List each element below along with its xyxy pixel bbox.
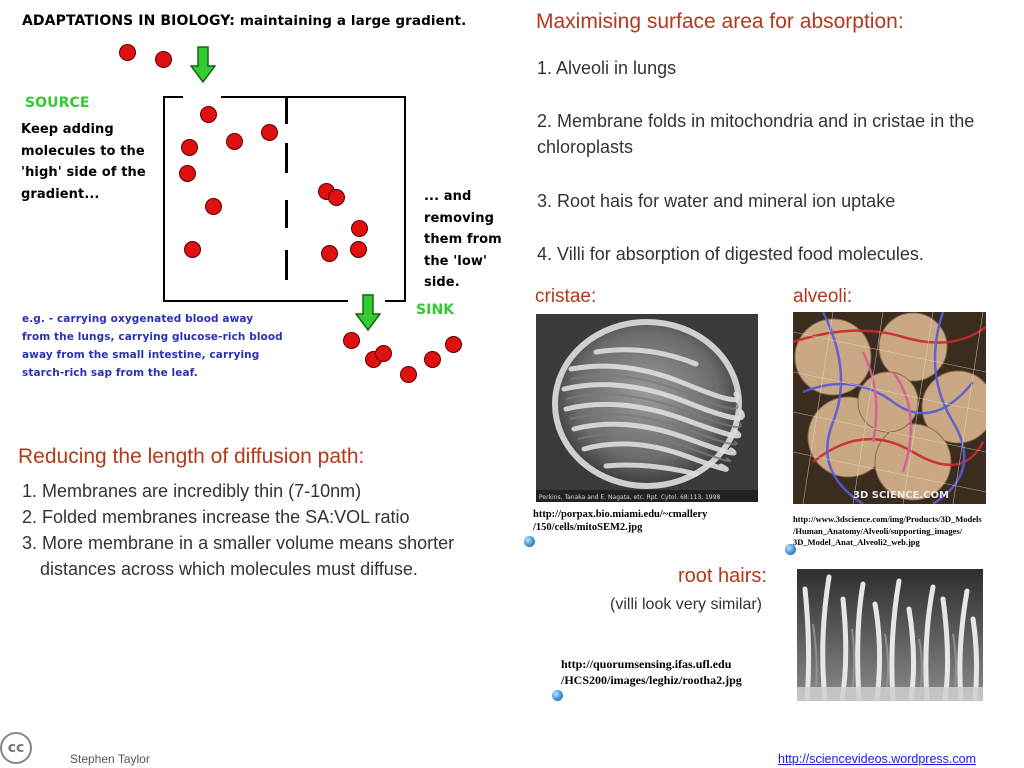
globe-icon	[552, 690, 563, 701]
molecule	[328, 189, 345, 206]
root-hairs-source-url: http://quorumsensing.ifas.ufl.edu /HCS20…	[561, 657, 742, 687]
molecule	[179, 165, 196, 182]
diffusion-item: 2. Folded membranes increase the SA:VOL …	[22, 507, 410, 527]
molecule	[350, 241, 367, 258]
membrane-segment	[285, 200, 288, 228]
alveoli-image-watermark: 3D SCIENCE.COM	[853, 490, 949, 501]
globe-icon	[785, 544, 796, 555]
input-arrow-icon	[190, 46, 216, 84]
cristae-image: Perkins, Tanaka and E. Nagata, etc. Rpt.…	[536, 314, 758, 502]
surface-area-point: 3. Root hais for water and mineral ion u…	[537, 191, 896, 211]
cristae-label: cristae:	[535, 286, 597, 307]
diagram-title-caps: ADAPTATIONS IN BIOLOGY:	[22, 13, 236, 29]
molecule	[226, 133, 243, 150]
diffusion-title: Reducing the length of diffusion path:	[18, 445, 365, 468]
molecule	[119, 44, 136, 61]
molecule	[351, 220, 368, 237]
diffusion-item: 1. Membranes are incredibly thin (7-10nm…	[22, 481, 362, 501]
diffusion-item: 3. More membrane in a smaller volume mea…	[22, 533, 455, 579]
molecule	[184, 241, 201, 258]
membrane-segment	[285, 96, 288, 124]
container-bottom-right-edge	[385, 300, 405, 302]
surface-area-point: 2. Membrane folds in mitochondria and in…	[537, 111, 975, 157]
sink-label: SINK	[416, 302, 455, 318]
surface-area-title: Maximising surface area for absorption:	[536, 10, 904, 33]
molecule	[181, 139, 198, 156]
membrane-segment	[285, 250, 288, 280]
surface-area-point: 4. Villi for absorption of digested food…	[537, 244, 924, 264]
container-bottom-edge	[163, 300, 348, 302]
surface-area-point: 1. Alveoli in lungs	[537, 58, 677, 78]
cristae-source-url: http://porpax.bio.miami.edu/~cmallery /1…	[533, 509, 708, 533]
molecule	[375, 345, 392, 362]
container-left-wall	[163, 96, 165, 302]
alveoli-label: alveoli:	[793, 286, 853, 307]
molecule	[445, 336, 462, 353]
root-hairs-label: root hairs:	[678, 565, 767, 587]
container-top-right-edge	[221, 96, 405, 98]
molecule	[205, 198, 222, 215]
container-top-left-edge	[163, 96, 183, 98]
cristae-image-credit: Perkins, Tanaka and E. Nagata, etc. Rpt.…	[539, 494, 720, 501]
molecule	[321, 245, 338, 262]
villi-note: (villi look very similar)	[610, 596, 763, 613]
container-right-wall	[404, 96, 406, 302]
molecule	[261, 124, 278, 141]
diagram-title-rest: maintaining a large gradient.	[235, 13, 467, 29]
molecule	[200, 106, 217, 123]
diagram-title: ADAPTATIONS IN BIOLOGY: maintaining a la…	[22, 11, 466, 33]
source-label: SOURCE	[25, 95, 90, 111]
example-text: e.g. - carrying oxygenated blood away fr…	[22, 313, 283, 379]
removing-description: ... and removing them from the 'low' sid…	[424, 189, 502, 290]
alveoli-source-url: http://www.3dscience.com/img/Products/3D…	[793, 514, 982, 547]
author-name: Stephen Taylor	[70, 752, 150, 766]
membrane-segment	[285, 143, 288, 173]
molecule	[400, 366, 417, 383]
creative-commons-icon: cc	[0, 732, 32, 764]
molecule	[424, 351, 441, 368]
globe-icon	[524, 536, 535, 547]
root-hairs-image	[797, 569, 983, 701]
molecule	[343, 332, 360, 349]
alveoli-image: 3D SCIENCE.COM	[793, 312, 986, 504]
output-arrow-icon	[355, 294, 381, 332]
source-description: Keep adding molecules to the 'high' side…	[21, 122, 146, 202]
molecule	[155, 51, 172, 68]
website-link[interactable]: http://sciencevideos.wordpress.com	[778, 752, 977, 766]
